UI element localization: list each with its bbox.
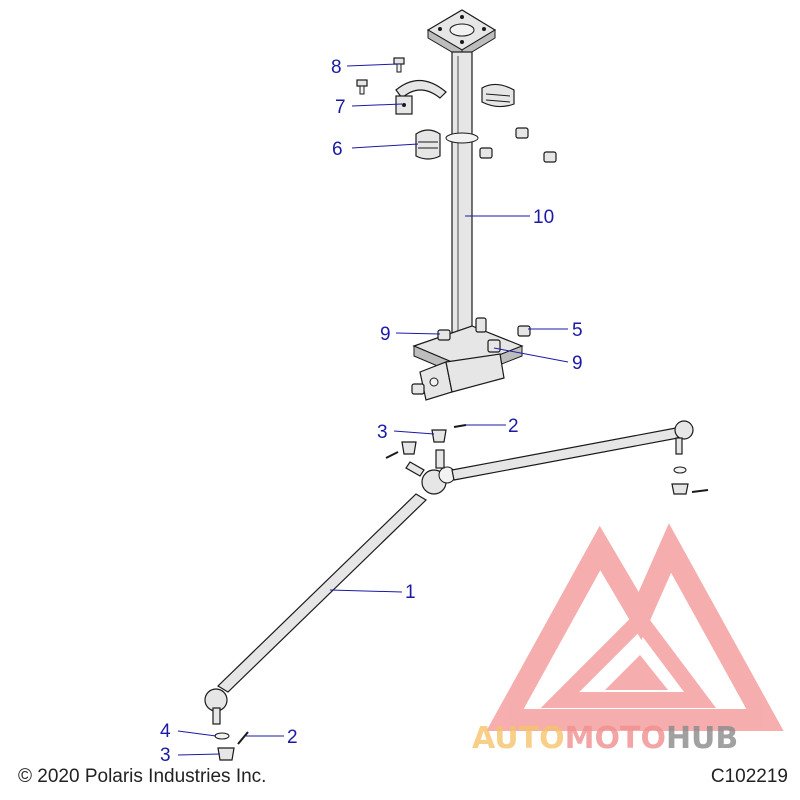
cotter-pins (237, 424, 709, 745)
callout-2-top: 2 (508, 416, 519, 437)
callout-1: 1 (405, 582, 416, 603)
callout-9-right: 9 (572, 353, 583, 374)
tie-rod-right (451, 420, 694, 495)
drawing-id: C102219 (710, 766, 788, 787)
steering-column-shaft (445, 51, 479, 366)
watermark-text: AUTOMOTOHUB (472, 721, 738, 756)
callout-5: 5 (572, 320, 583, 341)
column-top-plate (426, 9, 497, 59)
watermark-logo (486, 523, 784, 731)
callout-9-left: 9 (380, 324, 391, 345)
callout-6: 6 (332, 139, 343, 160)
bolt-small (356, 79, 368, 95)
watermark-auto: AUTO (472, 721, 565, 756)
bolt-8 (393, 57, 405, 73)
callout-10: 10 (533, 207, 554, 228)
lower-bracket (411, 317, 531, 401)
callout-3-bottom: 3 (160, 745, 171, 766)
watermark-moto: MOTO (565, 721, 666, 756)
clamp-bracket (395, 79, 447, 115)
callout-3-top: 3 (377, 422, 388, 443)
tie-rod-left (204, 493, 427, 761)
nut-1 (515, 127, 529, 139)
leader-lines (177, 63, 569, 756)
center-joint (405, 449, 456, 495)
bushing-left (415, 129, 441, 160)
watermark-hub: HUB (666, 721, 738, 756)
nut-2 (479, 147, 493, 159)
nut-3 (543, 151, 557, 163)
callout-2-bottom: 2 (287, 727, 298, 748)
callout-4: 4 (160, 721, 171, 742)
callout-7: 7 (335, 97, 346, 118)
copyright-text: © 2020 Polaris Industries Inc. (18, 766, 267, 787)
callout-8: 8 (331, 57, 342, 78)
bushing-right (481, 83, 515, 108)
